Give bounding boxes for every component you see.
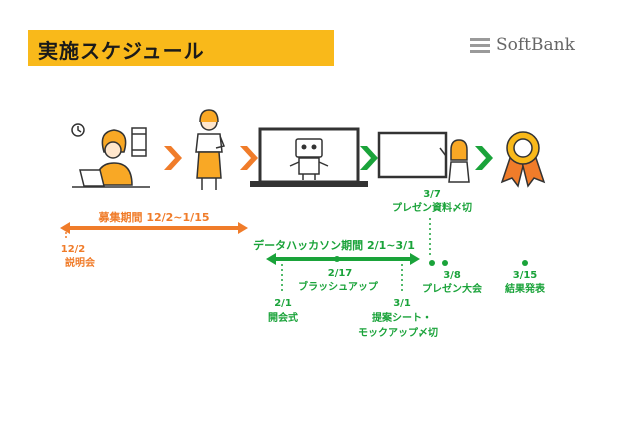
standing-person-icon: [195, 109, 226, 190]
logo-bars-icon: [470, 38, 490, 54]
proposal-label-line2: モックアップ〆切: [358, 328, 438, 339]
presenter-whiteboard-icon: [377, 131, 470, 183]
logo-text: SoftBank: [496, 35, 575, 55]
brushup-date: 2/17: [327, 268, 353, 279]
robot-monitor-icon: [250, 127, 368, 187]
presentation-deadline-dot: [429, 260, 435, 266]
briefing-label: 説明会: [65, 258, 95, 269]
brushup-label: ブラッシュアップ: [298, 282, 378, 293]
result-label: 結果発表: [505, 284, 545, 295]
chevron-arrow-icon: [164, 146, 258, 170]
recruit-period-arrow: [60, 222, 248, 234]
proposal-date: 3/1: [393, 298, 411, 309]
briefing-date: 12/2: [60, 244, 86, 255]
result-dot: [522, 260, 528, 266]
hackathon-period-arrow: [266, 253, 420, 265]
person-at-laptop-icon: [71, 123, 150, 188]
presentation-deadline-date: 3/7: [423, 189, 441, 200]
chevron-arrow-icon: [360, 146, 493, 170]
award-medal-icon: [500, 131, 546, 188]
presentation-label: プレゼン大会: [422, 284, 482, 295]
hackathon-period-label: データハッカソン期間 2/1~3/1: [253, 239, 415, 252]
opening-date: 2/1: [274, 298, 292, 309]
presentation-date: 3/8: [443, 270, 461, 281]
proposal-label-line1: 提案シート・: [372, 313, 432, 324]
recruit-period-label: 募集期間 12/2~1/15: [98, 211, 210, 224]
result-date: 3/15: [512, 270, 538, 281]
presentation-deadline-label: プレゼン資料〆切: [392, 203, 472, 214]
presentation-dot: [442, 260, 448, 266]
brushup-marker: [334, 256, 340, 262]
page-title: 実施スケジュール: [38, 39, 205, 63]
opening-label: 開会式: [268, 313, 298, 324]
title-bar: 実施スケジュール: [28, 30, 334, 66]
